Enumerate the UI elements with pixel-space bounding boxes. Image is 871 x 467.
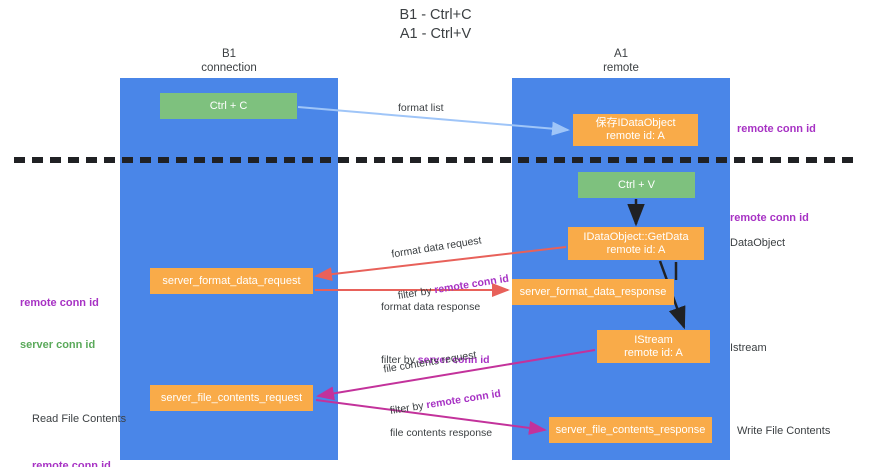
- phase-divider: [14, 157, 859, 163]
- filter-prefix: filter by: [381, 354, 418, 366]
- page-title: B1 - Ctrl+C A1 - Ctrl+V: [399, 7, 472, 42]
- node-server-format-data-response-label: server_format_data_response: [519, 285, 667, 298]
- node-ctrl-c-label: Ctrl + C: [209, 99, 248, 112]
- annotation-istream: Istream: [730, 342, 767, 354]
- column-header-b1: B1 connection: [201, 48, 257, 74]
- edge-label-format-data-response-line1: format data response: [381, 301, 481, 313]
- node-server-format-data-request[interactable]: server_format_data_request: [150, 268, 313, 294]
- edge-label-file-contents-response-line1: file contents response: [390, 427, 493, 439]
- edge-label-format-data-request-line1: format data request: [390, 234, 483, 261]
- annotation-left-read-file-contents: Read File Contents remote conn id server…: [32, 384, 126, 467]
- node-ctrl-v-label: Ctrl + V: [618, 178, 655, 191]
- annotation-left-conn-ids-mid: remote conn id server conn id: [20, 268, 99, 380]
- node-getdata-line2: remote id: A: [606, 243, 666, 256]
- node-getdata[interactable]: IDataObject::GetData remote id: A: [568, 227, 704, 260]
- node-idataobject-store-line2: remote id: A: [606, 130, 665, 142]
- edge-label-format-data-response: format data response filter by server co…: [381, 272, 490, 395]
- node-server-file-contents-response[interactable]: server_file_contents_response: [549, 417, 712, 443]
- node-idataobject-store[interactable]: 保存IDataObject remote id: A: [573, 114, 698, 146]
- node-server-file-contents-request[interactable]: server_file_contents_request: [150, 385, 313, 411]
- node-istream-line1: IStream: [634, 333, 673, 346]
- node-getdata-line1: IDataObject::GetData: [583, 230, 689, 243]
- node-ctrl-c[interactable]: Ctrl + C: [160, 93, 297, 119]
- annotation-remote-conn-id-mid: remote conn id: [730, 212, 809, 224]
- annotation-read-file-contents: Read File Contents: [32, 413, 127, 425]
- edge-label-file-contents-response: file contents response filter by server …: [390, 398, 499, 467]
- node-ctrl-v[interactable]: Ctrl + V: [578, 172, 695, 198]
- filter-key-server-conn-id: server conn id: [417, 354, 490, 366]
- annotation-dataobject: DataObject: [730, 237, 786, 249]
- node-idataobject-store-line1: 保存IDataObject: [595, 117, 676, 129]
- annotation-server-conn-id: server conn id: [20, 339, 96, 351]
- node-istream-line2: remote id: A: [624, 346, 683, 359]
- node-server-format-data-request-label: server_format_data_request: [162, 274, 301, 287]
- node-server-file-contents-request-label: server_file_contents_request: [160, 391, 303, 404]
- node-server-format-data-response[interactable]: server_format_data_response: [512, 279, 674, 305]
- annotation-remote-conn-id-top: remote conn id: [737, 123, 816, 135]
- edge-label-format-data-response-line2: filter by server conn id: [381, 353, 490, 367]
- edge-label-file-contents-request-line1: file contents request: [382, 348, 478, 376]
- node-istream[interactable]: IStream remote id: A: [597, 330, 710, 363]
- edge-label-format-list: format list: [398, 102, 444, 114]
- annotation-write-file-contents: Write File Contents: [737, 425, 831, 437]
- annotation-remote-conn-id: remote conn id: [32, 460, 111, 467]
- column-header-a1: A1 remote: [603, 48, 639, 74]
- node-server-file-contents-response-label: server_file_contents_response: [555, 423, 706, 436]
- annotation-remote-conn-id: remote conn id: [20, 297, 99, 309]
